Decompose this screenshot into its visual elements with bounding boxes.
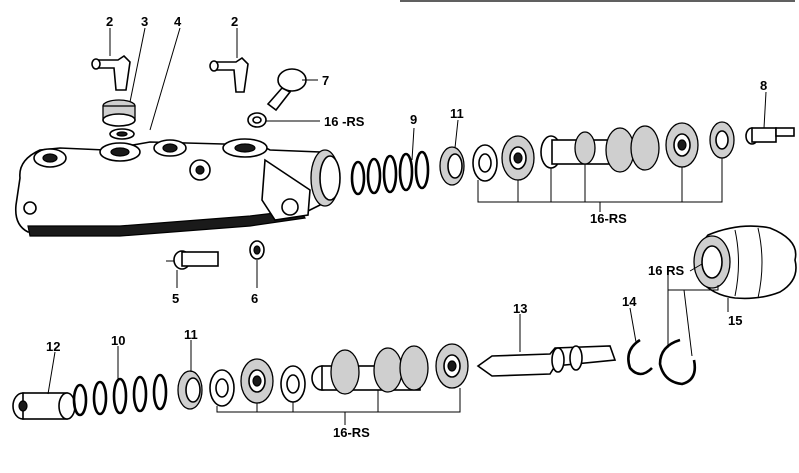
part-7-banjo-bolt — [266, 68, 307, 112]
callout-8: 8 — [760, 78, 767, 93]
part-3-cap — [102, 99, 136, 127]
callout-11-top: 11 — [450, 106, 464, 121]
part-4-washer — [109, 128, 135, 140]
master-cylinder-body — [14, 138, 341, 237]
callout-14: 14 — [622, 294, 637, 309]
callout-13: 13 — [513, 301, 527, 316]
part-2-bleed-nipple-right — [209, 56, 249, 93]
callout-11-bottom: 11 — [184, 327, 198, 342]
callout-16-rs-middle: 16-RS — [590, 211, 627, 226]
callout-10: 10 — [111, 333, 125, 348]
internal-kit-top — [472, 121, 735, 182]
callout-5: 5 — [172, 291, 179, 306]
internal-kit-bottom — [209, 343, 469, 407]
callout-9: 9 — [410, 112, 417, 127]
part-8-push-rod — [745, 127, 795, 145]
part-13-pin — [476, 345, 617, 377]
part-12-piston-cup — [12, 392, 76, 420]
callout-12: 12 — [46, 339, 60, 354]
part-10-spring-bottom — [72, 373, 168, 417]
part-14-clip — [627, 338, 653, 376]
part-11-cup-bottom — [177, 370, 203, 410]
leader-lines — [47, 27, 767, 425]
part-2-bleed-nipple-left — [91, 54, 131, 91]
callout-4: 4 — [174, 14, 182, 29]
circlip — [658, 338, 697, 386]
callout-2-right: 2 — [231, 14, 238, 29]
callout-16-rs-bottom: 16-RS — [333, 425, 370, 440]
part-6-washer — [249, 240, 265, 260]
callout-2-left: 2 — [106, 14, 113, 29]
callout-labels: 2 3 4 2 7 16 -RS 9 11 8 16-RS 5 6 16 RS … — [46, 14, 767, 440]
part-15-dust-boot — [693, 225, 797, 300]
callout-7: 7 — [322, 73, 329, 88]
part-9-spring-top — [350, 150, 430, 196]
callout-3: 3 — [141, 14, 148, 29]
part-11-cup-top — [439, 146, 465, 186]
callout-15: 15 — [728, 313, 742, 328]
callout-6: 6 — [251, 291, 258, 306]
callout-16-rs-right: 16 RS — [648, 263, 684, 278]
callout-16-rs-top: 16 -RS — [324, 114, 365, 129]
part-5-screw — [166, 250, 219, 270]
seal-ring-top — [247, 112, 267, 128]
